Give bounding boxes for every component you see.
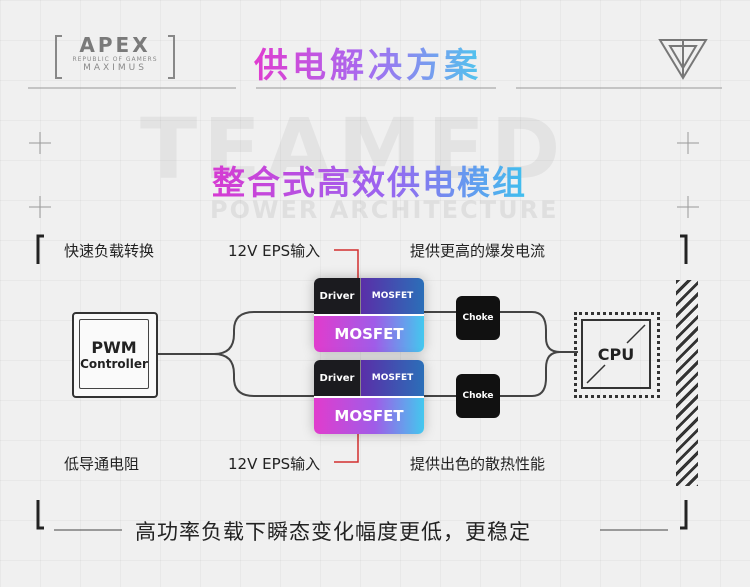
hatched-bar xyxy=(676,280,698,486)
bg-word-power-architecture: POWER ARCHITECTURE xyxy=(210,196,559,224)
feature-thermal: 提供出色的散热性能 xyxy=(410,455,546,473)
mosfet-large-label: MOSFET xyxy=(314,398,424,434)
cpu-block: CPU xyxy=(574,312,660,398)
feature-eps-top: 12V EPS输入 xyxy=(228,242,321,260)
logo-maximus-text: MAXIMUS xyxy=(83,63,147,73)
pwm-label: PWM xyxy=(91,337,137,357)
driver-label: Driver xyxy=(314,278,360,314)
mosfet-small-label: MOSFET xyxy=(360,278,424,314)
cpu-label: CPU xyxy=(597,344,635,364)
power-stage-1: Driver MOSFET MOSFET xyxy=(314,278,424,352)
driver-label: Driver xyxy=(314,360,360,396)
feature-burst-current: 提供更高的爆发电流 xyxy=(410,242,546,260)
section-title: 整合式高效供电模组 xyxy=(212,156,527,204)
pwm-controller: PWM Controller xyxy=(72,312,158,398)
page-title: 供电解决方案 xyxy=(254,38,482,87)
choke-2: Choke xyxy=(456,374,500,418)
feature-low-resistance: 低导通电阻 xyxy=(64,455,140,473)
mosfet-small-label: MOSFET xyxy=(360,360,424,396)
feature-eps-bottom: 12V EPS输入 xyxy=(228,455,321,473)
rog-triangle-emblem-icon xyxy=(658,39,708,80)
bg-word-teamed: TEAMED xyxy=(140,100,567,198)
apex-logo: APEX REPUBLIC OF GAMERS MAXIMUS xyxy=(54,34,176,80)
mosfet-large-label: MOSFET xyxy=(314,316,424,352)
footer-text: 高功率负载下瞬态变化幅度更低，更稳定 xyxy=(135,520,531,544)
logo-bracket-icon xyxy=(55,35,175,79)
controller-label: Controller xyxy=(80,356,148,371)
cpu-diagonal-lines xyxy=(586,324,646,384)
logo-rog-text: REPUBLIC OF GAMERS xyxy=(72,56,158,63)
power-stage-2: Driver MOSFET MOSFET xyxy=(314,360,424,434)
logo-apex-text: APEX xyxy=(79,33,151,57)
choke-1: Choke xyxy=(456,296,500,340)
feature-fast-load: 快速负载转换 xyxy=(64,242,155,260)
